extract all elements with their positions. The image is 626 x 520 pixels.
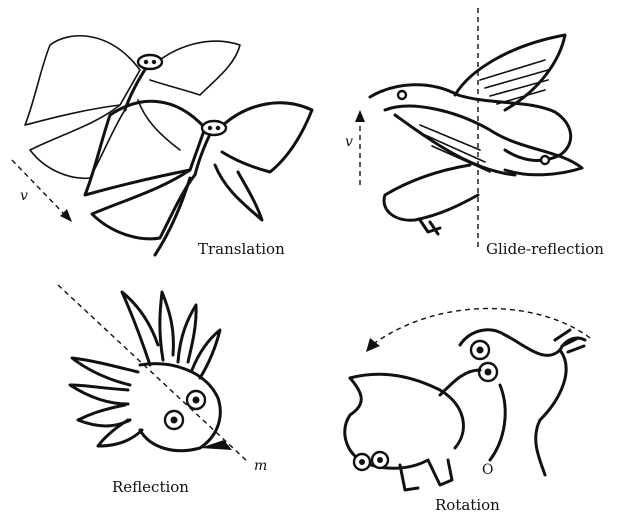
translation-panel (12, 36, 312, 255)
translation-caption: Translation (198, 240, 285, 258)
rotation-caption: Rotation (435, 496, 500, 514)
rotated-bird-lower (345, 370, 480, 490)
arrowhead-icon (366, 338, 380, 352)
rotation-center-label: O (482, 462, 493, 478)
bird-upper (370, 35, 571, 160)
arrowhead-icon (355, 110, 365, 122)
glide-reflection-caption: Glide-reflection (486, 240, 604, 258)
rotation-panel (345, 308, 590, 490)
mirror-line (58, 285, 248, 462)
mirror-line-label: m (254, 458, 267, 474)
reflection-caption: Reflection (112, 478, 189, 496)
butterfly-lower (85, 101, 312, 255)
arrowhead-icon (60, 209, 72, 222)
translation-vector-label: v (20, 188, 28, 204)
bird-lower (384, 106, 582, 234)
butterfly-upper (25, 36, 240, 178)
glide-vector-label: v (345, 134, 353, 150)
rotated-bird-upper (460, 330, 585, 475)
glide-reflection-panel (355, 8, 582, 250)
reflection-panel (58, 285, 248, 462)
